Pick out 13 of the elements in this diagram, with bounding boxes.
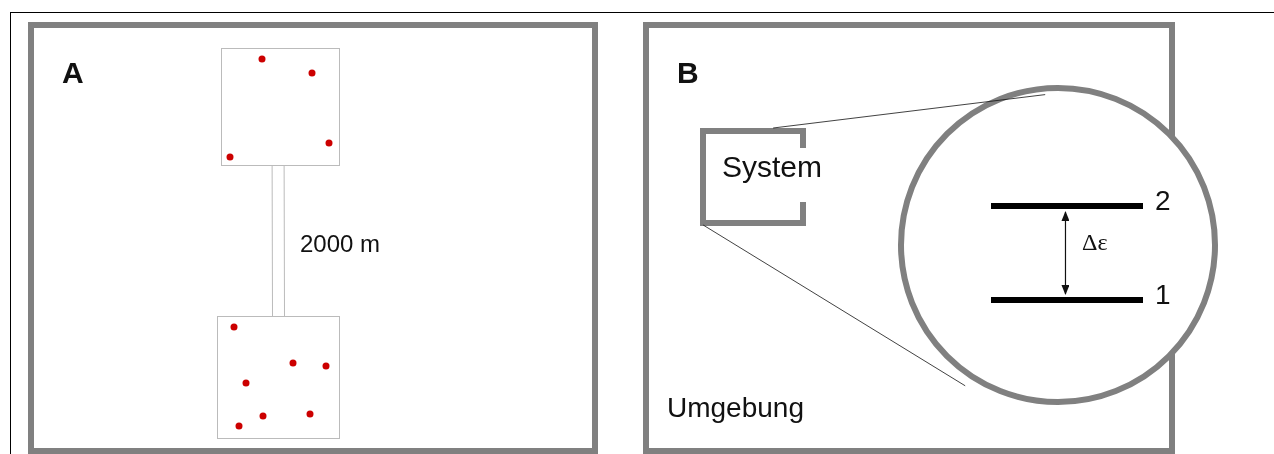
zoom-line [772,94,1046,129]
chamber-outline [221,48,340,166]
level-number: 1 [1155,281,1171,309]
chamber-outline [217,316,340,439]
environment-label: Umgebung [667,394,804,422]
channel-tube [271,165,285,317]
system-label: System [722,152,823,182]
panel-frame [28,22,598,454]
panel-letter: B [677,58,699,88]
double-arrow [1061,211,1070,295]
zoom-line [702,224,966,387]
panel-letter: A [62,58,84,88]
level-number: 2 [1155,187,1171,215]
